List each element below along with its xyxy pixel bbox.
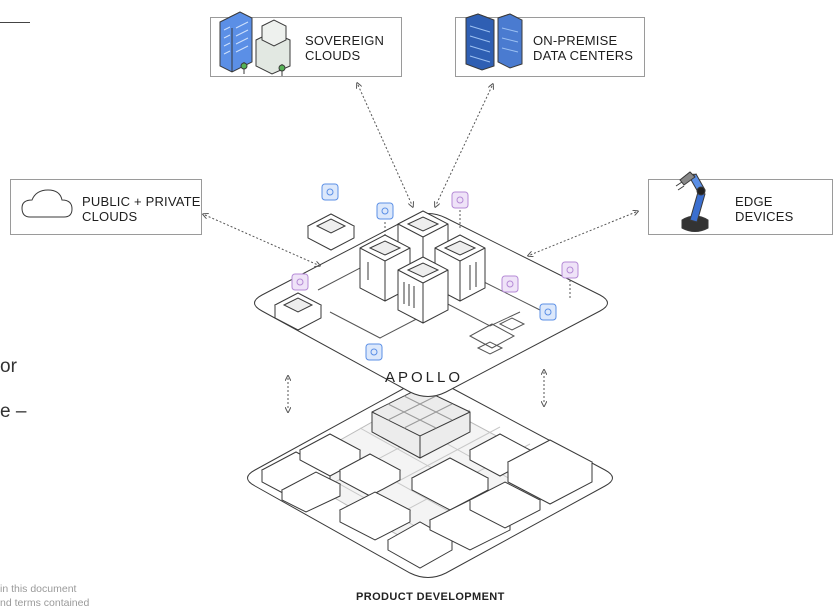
server-cubes <box>359 210 486 324</box>
body-text-fragment-2: e – <box>0 401 27 422</box>
buildings-icon <box>219 11 291 76</box>
product-development-platform <box>247 380 613 578</box>
purple-badge-icon <box>291 273 309 291</box>
blue-badge-icon <box>321 183 339 201</box>
sovereign-clouds-label: SOVEREIGN CLOUDS <box>305 33 385 63</box>
purple-badge-icon <box>501 275 519 293</box>
server-rack-icon <box>465 13 523 71</box>
cloud-icon <box>21 189 73 218</box>
body-text-fragment-1: or <box>0 356 17 377</box>
public-private-clouds-label: PUBLIC + PRIVATE CLOUDS <box>82 194 201 224</box>
connector-arrows <box>205 85 636 410</box>
node-edge-devices <box>648 179 833 235</box>
purple-badge-icon <box>561 261 579 279</box>
central-block-cluster <box>371 387 471 459</box>
edge-devices-label: EDGE DEVICES <box>735 194 794 224</box>
product-development-label: PRODUCT DEVELOPMENT <box>356 591 505 603</box>
apollo-label: APOLLO <box>385 369 464 386</box>
robot-arm-icon <box>675 171 709 232</box>
blue-badge-icon <box>539 303 557 321</box>
header-rule <box>0 22 30 23</box>
apollo-platform <box>254 210 608 397</box>
on-premise-label: ON-PREMISE DATA CENTERS <box>533 33 634 63</box>
blue-badge-icon <box>365 343 383 361</box>
small-node-left <box>273 292 323 331</box>
footnote-fragment-1: in this document <box>0 583 77 595</box>
